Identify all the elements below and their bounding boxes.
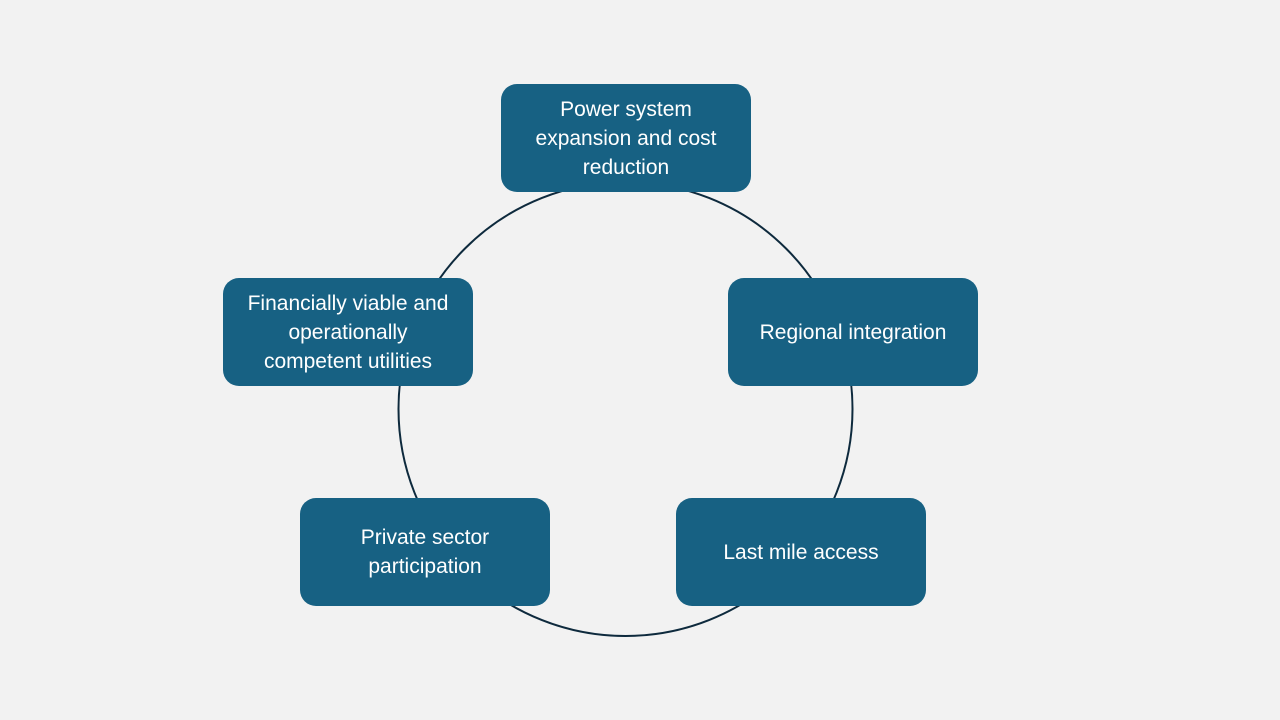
cycle-node-last-mile-access: Last mile access xyxy=(676,498,926,606)
node-label: Last mile access xyxy=(723,540,879,564)
cycle-node-utilities: Financially viable and operationally com… xyxy=(223,278,473,386)
node-label: Financially viable and operationally com… xyxy=(247,291,449,373)
cycle-node-power-system: Power system expansion and cost reductio… xyxy=(501,84,751,192)
node-label: Regional integration xyxy=(759,320,947,344)
node-label: Private sector participation xyxy=(360,526,490,578)
cycle-node-private-sector: Private sector participation xyxy=(300,498,550,606)
node-label: Power system expansion and cost reductio… xyxy=(535,97,717,179)
cycle-node-regional-integration: Regional integration xyxy=(728,278,978,386)
